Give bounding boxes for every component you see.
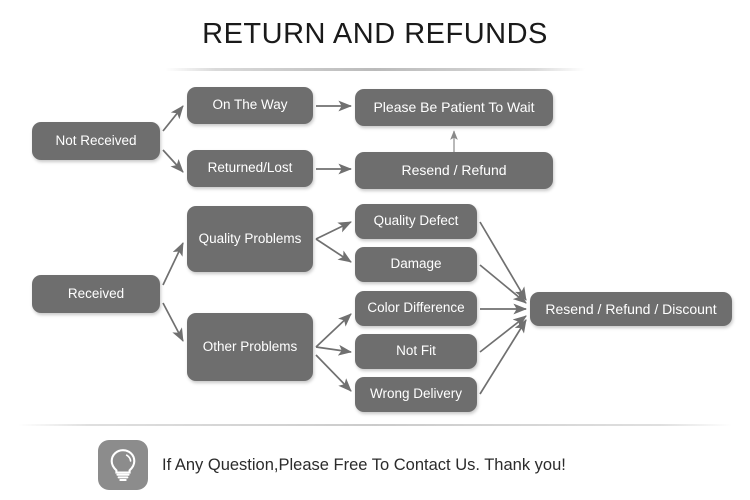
edge-received-quality-problems — [162, 242, 184, 286]
node-other-problems[interactable]: Other Problems — [187, 313, 313, 381]
node-please-be-patient-to-wait[interactable]: Please Be Patient To Wait — [355, 89, 553, 126]
edge-not-received-returned-lost — [162, 149, 184, 173]
node-not-received[interactable]: Not Received — [32, 122, 160, 160]
footer-text: If Any Question,Please Free To Contact U… — [162, 455, 566, 474]
node-not-fit[interactable]: Not Fit — [355, 334, 477, 369]
node-resend-refund-discount[interactable]: Resend / Refund / Discount — [530, 292, 732, 326]
edge-wrong-delivery-outcome — [479, 319, 527, 395]
node-returned-lost[interactable]: Returned/Lost — [187, 150, 313, 187]
node-resend-refund[interactable]: Resend / Refund — [355, 152, 553, 189]
edge-quality-defect-outcome — [479, 221, 527, 301]
node-quality-problems[interactable]: Quality Problems — [187, 206, 313, 272]
edge-not-received-on-the-way — [162, 105, 184, 132]
edge-other-problems-wrong-delivery — [315, 354, 352, 392]
footer-divider — [18, 424, 732, 426]
edge-quality-problems-quality-defect — [315, 221, 352, 240]
edge-other-problems-not-fit — [315, 344, 353, 356]
lightbulb-icon — [98, 440, 148, 490]
edge-other-problems-color-difference — [315, 313, 352, 348]
node-color-difference[interactable]: Color Difference — [355, 291, 477, 326]
node-wrong-delivery[interactable]: Wrong Delivery — [355, 377, 477, 412]
footer: If Any Question,Please Free To Contact U… — [98, 440, 566, 490]
node-quality-defect[interactable]: Quality Defect — [355, 204, 477, 239]
node-damage[interactable]: Damage — [355, 247, 477, 282]
node-on-the-way[interactable]: On The Way — [187, 87, 313, 124]
page-title: RETURN AND REFUNDS — [202, 18, 548, 50]
edge-damage-outcome — [479, 264, 527, 304]
edge-not-fit-outcome — [479, 315, 527, 353]
node-received[interactable]: Received — [32, 275, 160, 313]
edge-quality-problems-damage — [315, 238, 352, 263]
edge-received-other-problems — [162, 302, 184, 342]
title-divider — [165, 68, 585, 71]
